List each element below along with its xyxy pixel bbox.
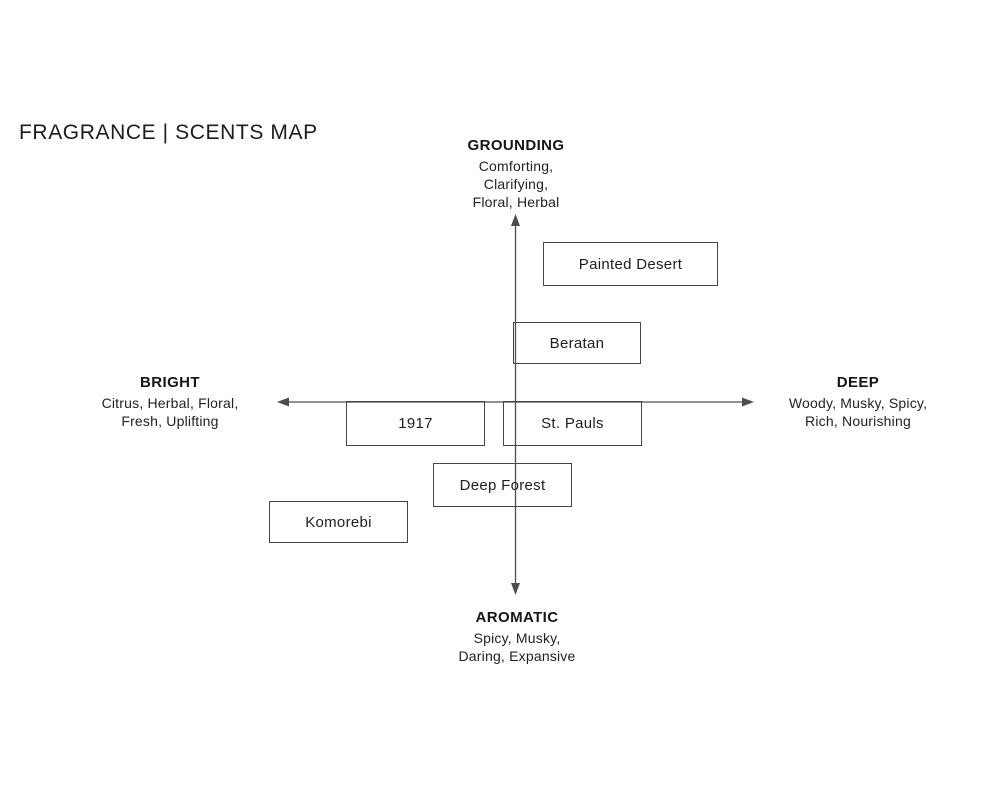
axis-desc-line: Floral, Herbal: [472, 194, 560, 210]
axis-desc-line: Clarifying,: [483, 176, 549, 192]
up-arrowhead-icon: [511, 214, 520, 226]
axis-label-grounding: GROUNDING Comforting, Clarifying, Floral…: [405, 137, 627, 211]
product-label: Painted Desert: [578, 255, 683, 273]
axis-title-bright: BRIGHT: [140, 374, 200, 391]
right-arrowhead-icon: [742, 397, 754, 407]
product-box-st-pauls: St. Pauls: [503, 401, 642, 446]
down-arrowhead-icon: [511, 583, 520, 595]
axis-desc-line: Citrus, Herbal, Floral,: [101, 395, 239, 411]
product-label: Komorebi: [305, 513, 372, 531]
axis-title-deep: DEEP: [836, 374, 880, 391]
axis-desc-line: Comforting,: [478, 158, 554, 174]
axis-desc-line: Fresh, Uplifting: [121, 413, 219, 429]
axis-label-bright: BRIGHT Citrus, Herbal, Floral, Fresh, Up…: [85, 374, 255, 430]
axis-title-aromatic: AROMATIC: [475, 609, 559, 626]
axis-desc-line: Spicy, Musky,: [473, 630, 561, 646]
axis-desc-line: Daring, Expansive: [458, 648, 576, 664]
product-label: St. Pauls: [541, 415, 604, 432]
axis-label-deep: DEEP Woody, Musky, Spicy, Rich, Nourishi…: [772, 374, 944, 430]
product-box-deep-forest: Deep Forest: [433, 463, 572, 507]
product-box-1917: 1917: [346, 401, 485, 446]
axis-label-aromatic: AROMATIC Spicy, Musky, Daring, Expansive: [406, 609, 628, 665]
left-arrowhead-icon: [277, 397, 289, 407]
product-box-beratan: Beratan: [513, 322, 641, 364]
axis-desc-line: Woody, Musky, Spicy,: [788, 395, 928, 411]
axis-title-grounding: GROUNDING: [467, 137, 565, 154]
axis-desc-line: Rich, Nourishing: [805, 413, 911, 429]
product-label: Beratan: [549, 334, 605, 352]
page-title: FRAGRANCE | SCENTS MAP: [19, 121, 318, 144]
product-label: Deep Forest: [459, 476, 546, 494]
product-label: 1917: [398, 415, 433, 432]
product-box-painted-desert: Painted Desert: [543, 242, 718, 286]
product-box-komorebi: Komorebi: [269, 501, 408, 543]
